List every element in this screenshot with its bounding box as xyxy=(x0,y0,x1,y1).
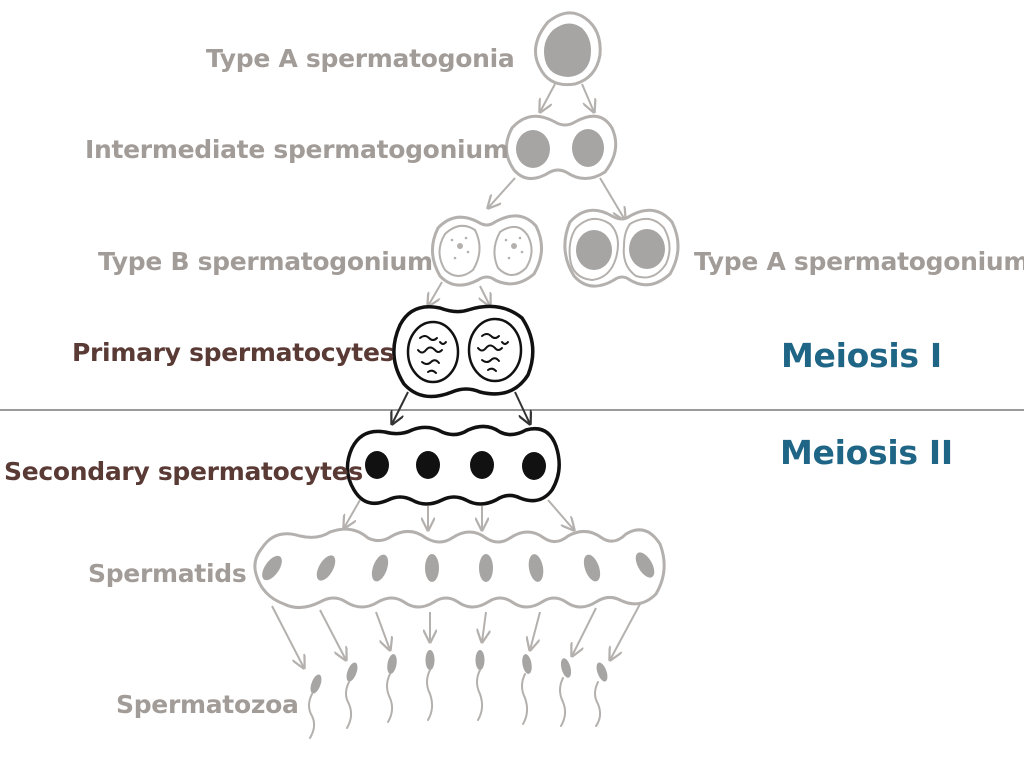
label-type-a-spermatogonia: Type A spermatogonia xyxy=(206,44,515,73)
arrows-type-b-to-primary xyxy=(428,281,490,306)
label-secondary-spermatocytes: Secondary spermatocytes xyxy=(4,457,363,486)
label-type-a-spermatogonium-right: Type A spermatogonium xyxy=(694,247,1024,276)
type-a-spermatogonium-cells-right xyxy=(563,208,680,288)
spermatozoa-cells xyxy=(308,650,608,739)
type-a-spermatogonia-cell xyxy=(534,11,602,87)
arrows-type-a-to-intermediate xyxy=(540,83,594,112)
label-meiosis-2: Meiosis II xyxy=(780,433,953,472)
secondary-spermatocytes-cells xyxy=(345,424,561,506)
arrows-secondary-to-spermatids xyxy=(344,499,574,530)
arrows-intermediate-to-type-b-and-a xyxy=(488,177,625,220)
label-meiosis-1: Meiosis I xyxy=(781,336,942,375)
label-primary-spermatocytes: Primary spermatocytes xyxy=(72,338,395,367)
label-spermatids: Spermatids xyxy=(88,559,247,588)
intermediate-spermatogonium-cells xyxy=(505,114,618,180)
arrows-spermatids-to-spermatozoa xyxy=(271,603,641,668)
type-b-spermatogonium-cells xyxy=(431,214,543,287)
primary-spermatocytes-cells xyxy=(392,304,535,399)
label-intermediate-spermatogonium: Intermediate spermatogonium xyxy=(85,135,509,164)
spermatids-cells xyxy=(253,527,666,609)
label-spermatozoa: Spermatozoa xyxy=(116,690,299,719)
label-type-b-spermatogonium: Type B spermatogonium xyxy=(98,247,433,276)
arrows-primary-to-secondary xyxy=(392,391,530,424)
